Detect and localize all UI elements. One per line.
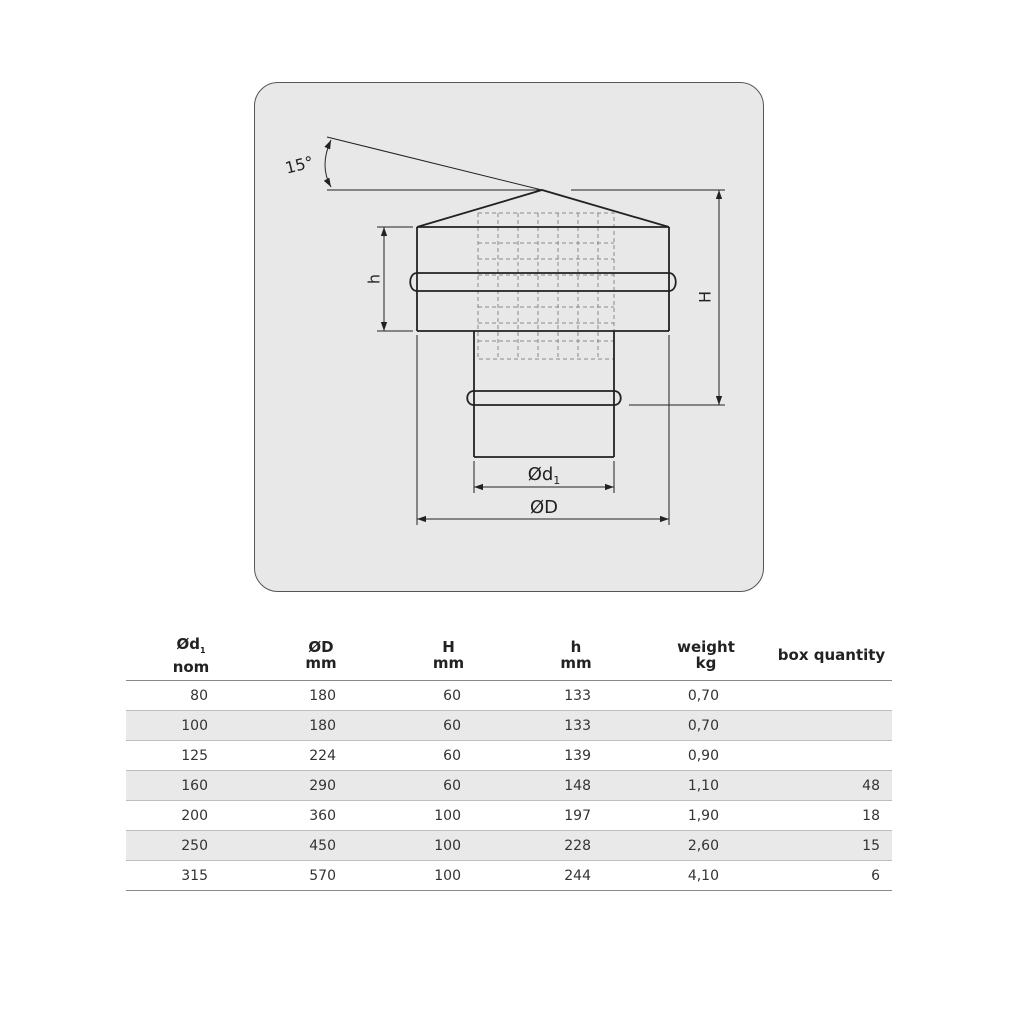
cell-H: 60 xyxy=(386,680,511,711)
cell-H: 100 xyxy=(386,860,511,891)
cell-H: 100 xyxy=(386,830,511,861)
cell-D: 180 xyxy=(256,710,386,741)
cell-D: 224 xyxy=(256,740,386,771)
table-row: 125 224 60 139 0,90 xyxy=(126,740,892,771)
D-label: ØD xyxy=(530,497,558,518)
cell-weight: 0,70 xyxy=(641,680,771,711)
cell-d1: 315 xyxy=(126,860,256,891)
cell-h: 244 xyxy=(511,860,641,891)
cell-D: 570 xyxy=(256,860,386,891)
table-row: 315 570 100 244 4,10 6 xyxy=(126,860,892,891)
cell-D: 450 xyxy=(256,830,386,861)
cell-box-quantity xyxy=(771,710,892,741)
cell-weight: 0,70 xyxy=(641,710,771,741)
cell-h: 133 xyxy=(511,680,641,711)
cell-D: 360 xyxy=(256,800,386,831)
table-row: 100 180 60 133 0,70 xyxy=(126,710,892,741)
cell-box-quantity: 6 xyxy=(771,860,892,891)
cell-weight: 1,10 xyxy=(641,770,771,801)
technical-drawing-panel: 15° h H Ød1 ØD xyxy=(254,82,764,592)
header-box-quantity: box quantity xyxy=(771,630,892,681)
cowl-pipe xyxy=(466,331,622,458)
cowl-technical-drawing: 15° h H Ød1 ØD xyxy=(283,136,725,525)
table-row: 250 450 100 228 2,60 15 xyxy=(126,830,892,861)
h-label: h xyxy=(365,274,384,284)
cell-h: 139 xyxy=(511,740,641,771)
cell-box-quantity: 15 xyxy=(771,830,892,861)
cell-h: 228 xyxy=(511,830,641,861)
cell-H: 60 xyxy=(386,770,511,801)
angle-label: 15° xyxy=(283,152,315,177)
cell-box-quantity xyxy=(771,680,892,711)
cell-h: 197 xyxy=(511,800,641,831)
inner-mesh-hidden-lines xyxy=(477,212,615,360)
cell-weight: 4,10 xyxy=(641,860,771,891)
cell-d1: 160 xyxy=(126,770,256,801)
h-dimension xyxy=(377,226,413,332)
cell-weight: 0,90 xyxy=(641,740,771,771)
cowl-hood xyxy=(409,189,677,332)
cell-d1: 200 xyxy=(126,800,256,831)
cell-H: 60 xyxy=(386,710,511,741)
cell-box-quantity xyxy=(771,740,892,771)
table-row: 80 180 60 133 0,70 xyxy=(126,680,892,711)
d1-dimension xyxy=(473,461,615,493)
H-label: H xyxy=(696,291,715,303)
cell-weight: 2,60 xyxy=(641,830,771,861)
cell-H: 100 xyxy=(386,800,511,831)
cell-h: 133 xyxy=(511,710,641,741)
D-dimension xyxy=(416,335,670,525)
cell-box-quantity: 18 xyxy=(771,800,892,831)
d1-label: Ød1 xyxy=(528,464,561,487)
table-row: 160 290 60 148 1,10 48 xyxy=(126,770,892,801)
cell-D: 180 xyxy=(256,680,386,711)
cell-d1: 100 xyxy=(126,710,256,741)
cell-weight: 1,90 xyxy=(641,800,771,831)
cell-h: 148 xyxy=(511,770,641,801)
cell-box-quantity: 48 xyxy=(771,770,892,801)
cell-d1: 125 xyxy=(126,740,256,771)
cell-d1: 250 xyxy=(126,830,256,861)
cell-H: 60 xyxy=(386,740,511,771)
cell-d1: 80 xyxy=(126,680,256,711)
angle-dimension xyxy=(323,136,543,191)
table-row: 200 360 100 197 1,90 18 xyxy=(126,800,892,831)
cell-D: 290 xyxy=(256,770,386,801)
H-dimension xyxy=(571,189,725,406)
